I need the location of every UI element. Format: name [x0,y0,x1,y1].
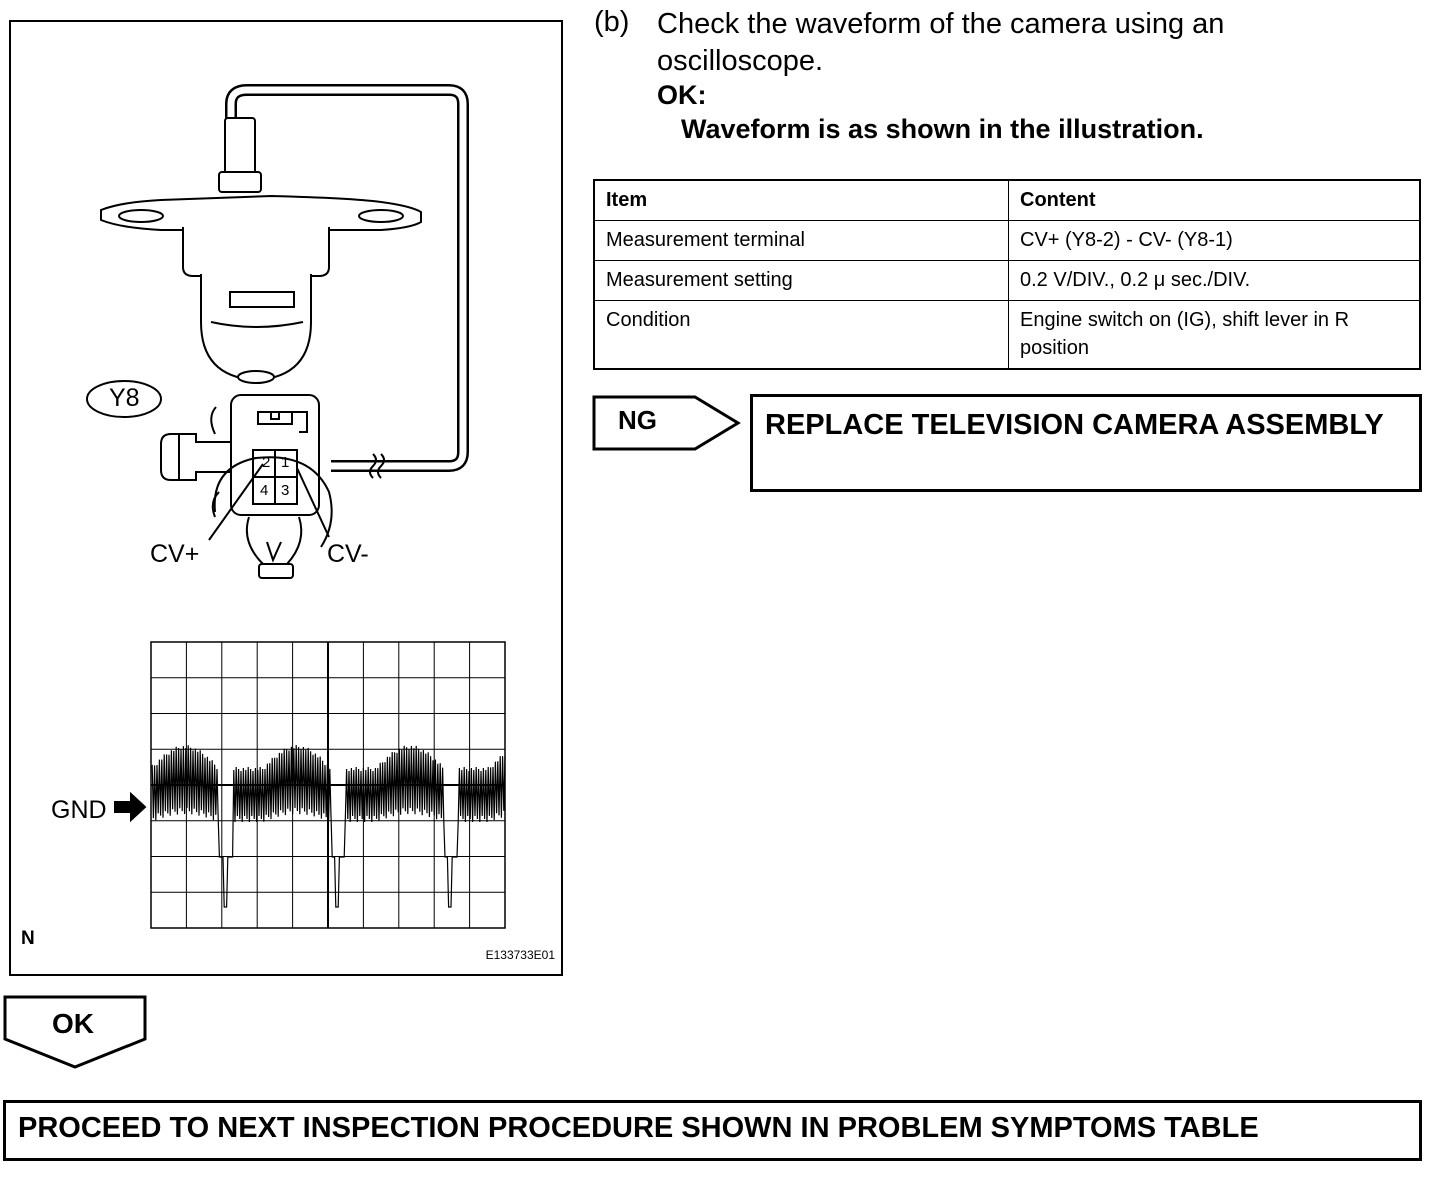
pin-label-4: 4 [260,482,269,499]
table-header-row: Item Content [593,179,1421,221]
table-cell: CV+ (Y8-2) - CV- (Y8-1) [1008,220,1421,261]
orientation-mark: N [21,928,35,949]
pin-label-1: 1 [281,454,290,471]
table-cell: Measurement terminal [593,220,1009,261]
step-instruction: Check the waveform of the camera using a… [657,8,1225,77]
table-row: Condition Engine switch on (IG), shift l… [593,300,1421,370]
proceed-action-box: PROCEED TO NEXT INSPECTION PROCEDURE SHO… [3,1100,1422,1161]
ng-action-box: REPLACE TELEVISION CAMERA ASSEMBLY [750,394,1422,492]
ok-label: OK [52,1008,94,1039]
ng-label: NG [618,405,657,435]
gnd-label: GND [51,796,107,824]
table-row: Measurement terminal CV+ (Y8-2) - CV- (Y… [593,220,1421,261]
camera-waveform-illustration: Y8 2 1 4 3 CV+ CV- GND N E133733E01 [9,20,563,976]
waveform-path [150,744,506,908]
ok-heading: OK: [657,80,707,110]
probe-positive-label: CV+ [150,540,200,568]
camera-connector-drawing [86,84,506,929]
table-header-item: Item [593,179,1009,221]
table-cell: Engine switch on (IG), shift lever in R … [1008,300,1421,370]
ok-arrow-icon [3,995,147,1069]
table-row: Measurement setting 0.2 V/DIV., 0.2 μ se… [593,260,1421,301]
pin-label-2: 2 [262,454,271,471]
measurement-spec-table: Item Content Measurement terminal CV+ (Y… [593,179,1421,370]
step-marker: (b) [594,6,630,38]
video-waveform-trace [150,744,506,908]
table-cell: Condition [593,300,1009,370]
pin-label-3: 3 [281,482,290,499]
probe-negative-label: CV- [327,540,369,568]
table-cell: 0.2 V/DIV., 0.2 μ sec./DIV. [1008,260,1421,301]
table-cell: Measurement setting [593,260,1009,301]
ng-action-text: REPLACE TELEVISION CAMERA ASSEMBLY [765,409,1384,441]
proceed-action-text: PROCEED TO NEXT INSPECTION PROCEDURE SHO… [18,1112,1259,1144]
figure-code: E133733E01 [485,948,555,962]
table-header-content: Content [1008,179,1421,221]
connector-label: Y8 [109,384,140,412]
ok-criterion: Waveform is as shown in the illustration… [681,114,1204,144]
ng-arrow-icon [592,395,741,451]
